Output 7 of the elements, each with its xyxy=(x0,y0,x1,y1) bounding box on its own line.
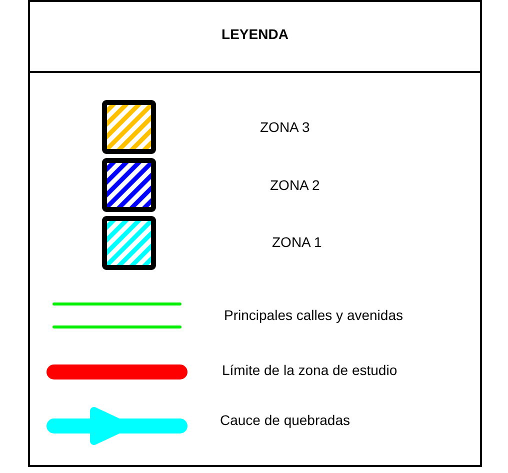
legend-title: LEYENDA xyxy=(220,26,290,42)
legend-label: Límite de la zona de estudio xyxy=(222,362,398,378)
legend-label: ZONA 3 xyxy=(260,119,310,135)
legend-label: Cauce de quebradas xyxy=(220,412,350,428)
legend-label: ZONA 1 xyxy=(272,234,322,250)
legend-label: Principales calles y avenidas xyxy=(224,307,403,323)
legend-label: ZONA 2 xyxy=(270,177,320,193)
